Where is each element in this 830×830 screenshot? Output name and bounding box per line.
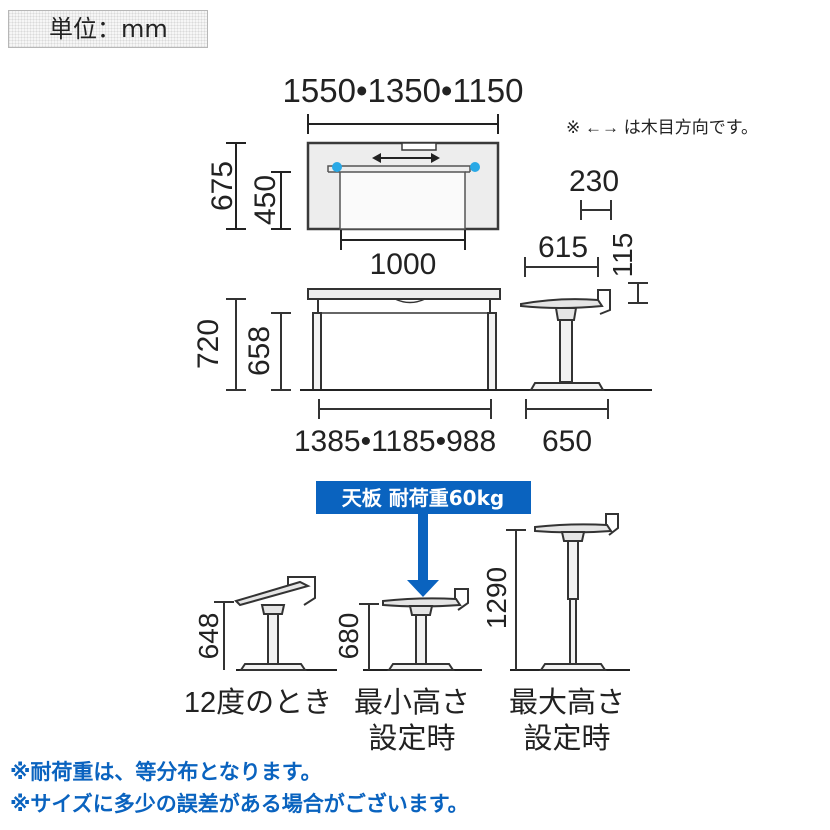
side-view [520, 200, 648, 419]
dim-side-115: 115 [607, 233, 638, 278]
dim-height-720: 720 [192, 319, 225, 369]
max-height-view [506, 513, 630, 671]
knob-right [470, 162, 480, 172]
dim-top-depth: 675 [206, 161, 239, 211]
load-callout: 天板 耐荷重60kg [316, 481, 531, 597]
unit-label: 単位：mm [8, 10, 208, 48]
load-arrow-icon [407, 580, 439, 597]
load-label-box [316, 481, 531, 514]
caption-tilt: 12度のとき [184, 686, 332, 719]
top-view [226, 114, 500, 250]
caption-max-line1: 最大高さ [509, 686, 625, 719]
grain-note: ※ ←→ は木目方向です。 [566, 118, 758, 137]
dim-height-658: 658 [243, 326, 276, 376]
knob-left [332, 162, 342, 172]
load-label: 天板 耐荷重60kg [342, 486, 504, 510]
dim-min-height: 680 [333, 613, 364, 660]
note-load: ※耐荷重は、等分布となります。 [10, 760, 322, 784]
dim-panel-width: 1000 [370, 248, 437, 281]
dim-top-widths: 1550•1350•1150 [283, 72, 524, 109]
dim-tilt-height: 648 [193, 613, 224, 660]
caption-min-line1: 最小高さ [354, 686, 470, 719]
dim-base-depth: 650 [542, 425, 592, 458]
tilt-view [214, 576, 337, 671]
front-view [226, 288, 652, 419]
dim-side-230: 230 [569, 165, 619, 198]
caption-max-line2: 設定時 [523, 722, 610, 755]
dim-panel-depth: 450 [249, 175, 282, 225]
dim-side-615: 615 [538, 231, 588, 264]
dim-max-height: 1290 [481, 567, 512, 629]
min-height-view [359, 588, 482, 671]
dim-base-widths: 1385•1185•988 [294, 425, 496, 458]
caption-min-line2: 設定時 [368, 722, 455, 755]
note-tolerance: ※サイズに多少の誤差がある場合がございます。 [10, 792, 469, 816]
